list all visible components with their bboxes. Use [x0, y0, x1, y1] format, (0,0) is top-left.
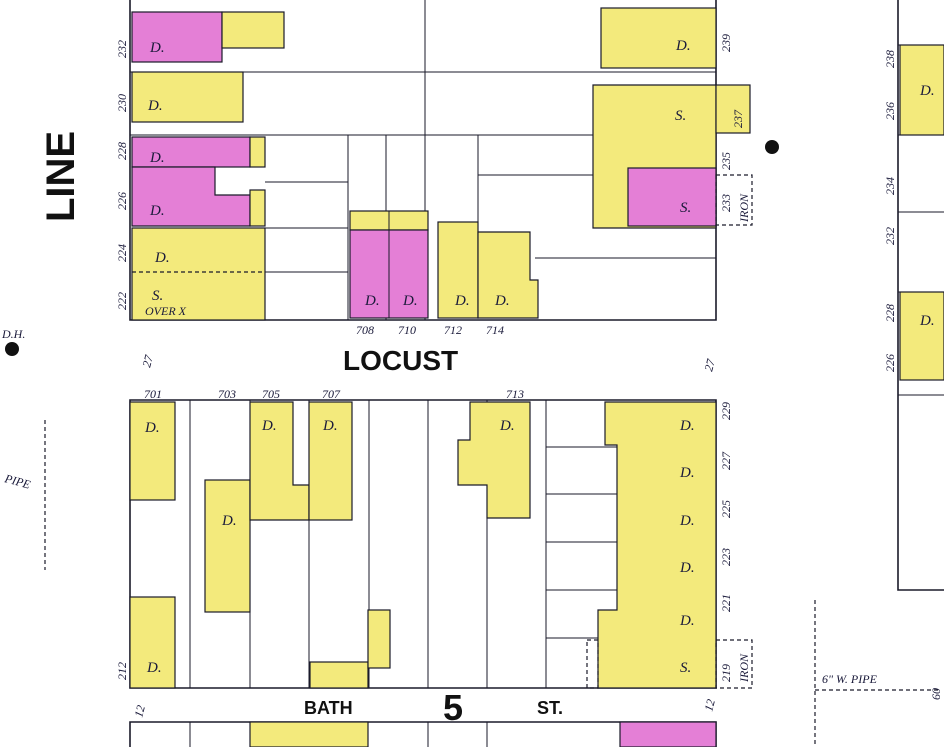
address-number: 226 — [883, 354, 897, 372]
sheet-number: 5 — [443, 687, 463, 728]
address-number: 239 — [719, 34, 733, 52]
address-number: 225 — [719, 500, 733, 518]
street-width: 27 — [139, 353, 156, 369]
dwelling-code: D. — [364, 293, 380, 309]
water-pipe-label: 6" W. PIPE — [822, 672, 878, 686]
dwelling-code: D. — [149, 150, 165, 166]
address-numbers: 232 230 228 226 224 222 239 237 235 233 … — [115, 34, 897, 682]
note-iron: IRON — [737, 653, 751, 683]
dwelling-code: D. — [919, 83, 935, 99]
address-number: 237 — [731, 109, 745, 128]
dwelling-code: D. — [144, 420, 160, 436]
hydrant-label: D.H. — [1, 327, 25, 341]
dwelling-code: D. — [494, 293, 510, 309]
address-number: 234 — [883, 177, 897, 195]
dwelling-code: D. — [146, 660, 162, 676]
street-width: 12 — [701, 698, 718, 713]
address-number: 712 — [444, 323, 462, 337]
pipe-label: PIPE — [2, 471, 32, 492]
address-number: 232 — [115, 40, 129, 58]
note-over-x: OVER X — [145, 304, 187, 318]
street-name-locust: LOCUST — [343, 345, 458, 376]
building-codes: D. D. D. D. D. S. OVER X D. D. D. D. D. … — [144, 38, 935, 683]
note-iron: IRON — [737, 193, 751, 223]
dwelling-code: D. — [679, 560, 695, 576]
address-number: 713 — [506, 387, 524, 401]
street-name-st: ST. — [537, 698, 563, 718]
dwelling-code: D. — [679, 513, 695, 529]
street-width: 27 — [701, 357, 718, 373]
address-number: 229 — [719, 402, 733, 420]
hydrant-icon — [765, 140, 779, 154]
address-number: 228 — [115, 142, 129, 160]
dwelling-code: D. — [147, 98, 163, 114]
address-number: 703 — [218, 387, 236, 401]
store-code: S. — [680, 200, 691, 216]
address-number: 226 — [115, 192, 129, 210]
store-code: S. — [152, 288, 163, 304]
north-buildings — [131, 7, 944, 381]
hydrant-icon — [5, 342, 19, 356]
address-number: 238 — [883, 50, 897, 68]
dwelling-code: D. — [675, 38, 691, 54]
dwelling-code: D. — [261, 418, 277, 434]
address-number: 701 — [144, 387, 162, 401]
dwelling-code: D. — [322, 418, 338, 434]
address-number: 708 — [356, 323, 374, 337]
dwelling-code: D. — [149, 40, 165, 56]
address-number: 705 — [262, 387, 280, 401]
address-number: 707 — [322, 387, 341, 401]
dwelling-code: D. — [154, 250, 170, 266]
address-number: 233 — [719, 194, 733, 212]
address-number: 710 — [398, 323, 416, 337]
address-number: 227 — [719, 451, 733, 470]
street-name-bath: BATH — [304, 698, 353, 718]
address-number: 230 — [115, 94, 129, 112]
address-number: 219 — [719, 664, 733, 682]
address-number: 224 — [115, 244, 129, 262]
address-number: 714 — [486, 323, 504, 337]
address-number: 232 — [883, 227, 897, 245]
dwelling-code: D. — [679, 418, 695, 434]
pipe-size: 60 — [929, 688, 943, 700]
dwelling-code: D. — [679, 613, 695, 629]
store-code: S. — [675, 108, 686, 124]
address-number: 223 — [719, 548, 733, 566]
address-number: 212 — [115, 662, 129, 680]
store-code: S. — [680, 660, 691, 676]
address-number: 228 — [883, 304, 897, 322]
dwelling-code: D. — [499, 418, 515, 434]
dwelling-code: D. — [679, 465, 695, 481]
street-name-line: LINE — [39, 131, 83, 222]
address-number: 221 — [719, 594, 733, 612]
address-number: 235 — [719, 152, 733, 170]
dwelling-code: D. — [919, 313, 935, 329]
dwelling-code: D. — [454, 293, 470, 309]
dwelling-code: D. — [221, 513, 237, 529]
dwelling-code: D. — [149, 203, 165, 219]
south-buildings — [129, 401, 753, 747]
address-number: 236 — [883, 102, 897, 120]
dwelling-code: D. — [402, 293, 418, 309]
street-width: 12 — [131, 704, 148, 719]
address-number: 222 — [115, 292, 129, 310]
